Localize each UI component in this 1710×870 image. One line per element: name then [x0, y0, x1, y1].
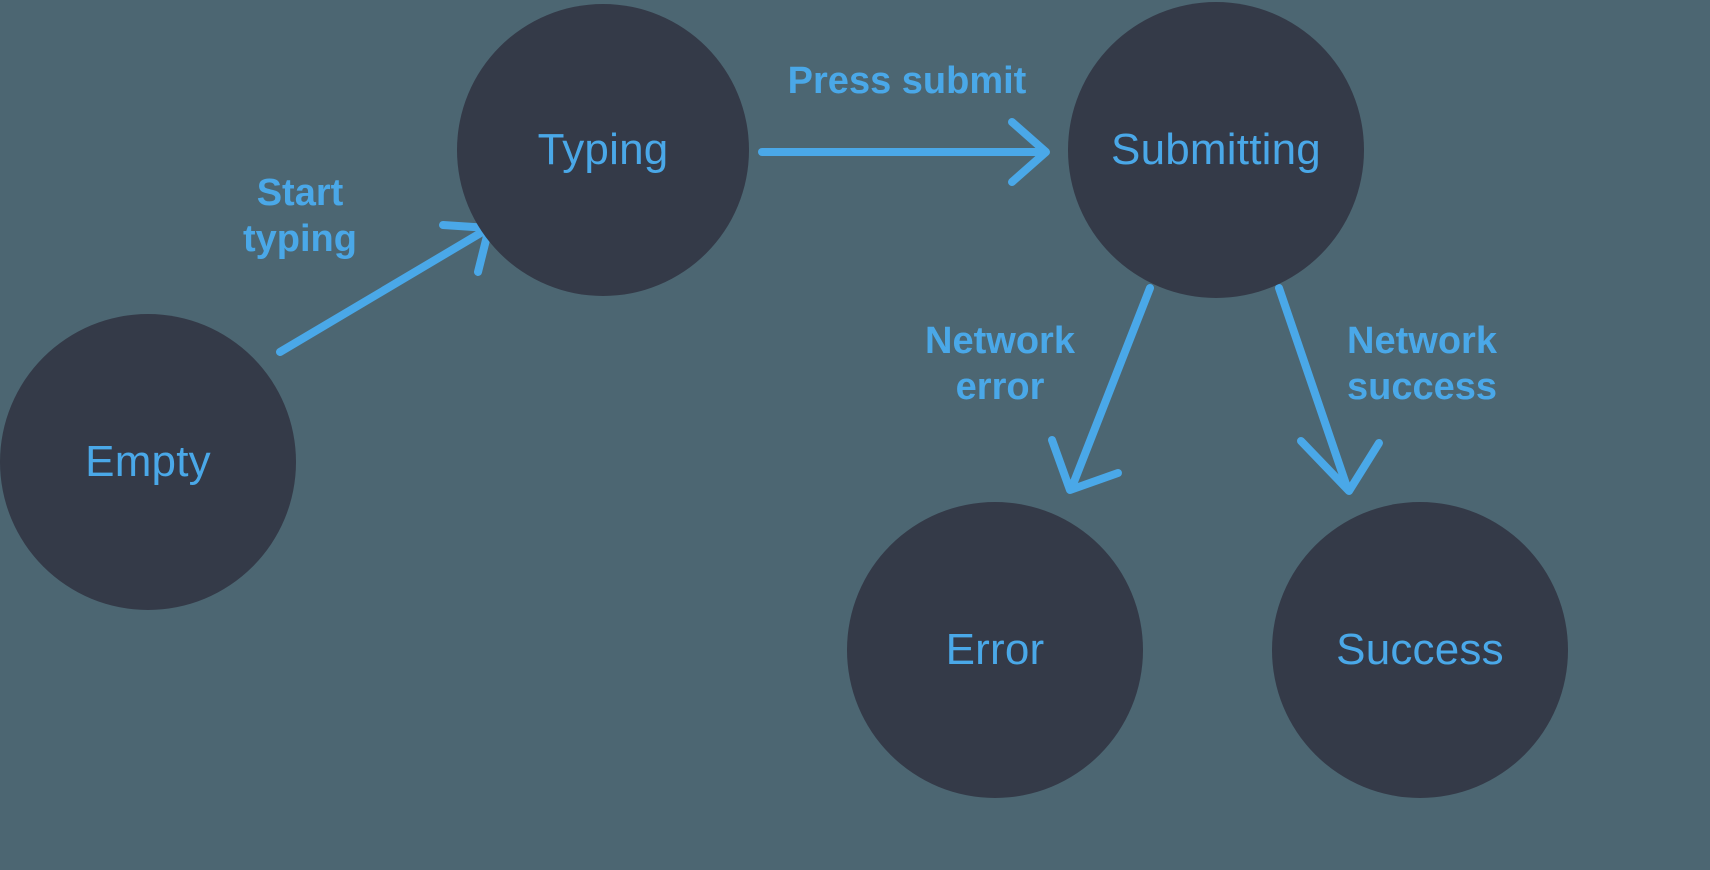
edge-label-network-success: Network success: [1346, 320, 1497, 409]
state-node-submitting[interactable]: Submitting: [1068, 2, 1364, 298]
edge-label-start-typing: Start typing: [243, 172, 357, 261]
edge-label-network-error: Network error: [925, 320, 1075, 409]
state-node-label: Error: [945, 625, 1045, 674]
state-node-empty[interactable]: Empty: [0, 314, 296, 610]
state-node-error[interactable]: Error: [847, 502, 1143, 798]
edge-network-error-arrowhead: [1048, 436, 1122, 494]
state-node-typing[interactable]: Typing: [457, 4, 749, 296]
edge-press-submit: [758, 118, 1050, 186]
edge-network-success-arrowhead: [1297, 437, 1383, 495]
state-node-label: Empty: [85, 437, 211, 486]
state-node-label: Submitting: [1111, 125, 1321, 174]
edge-label-press-submit: Press submit: [787, 60, 1027, 102]
state-node-label: Success: [1336, 625, 1504, 674]
state-node-success[interactable]: Success: [1272, 502, 1568, 798]
state-node-label: Typing: [537, 125, 669, 174]
edge-press-submit-arrowhead: [1008, 118, 1050, 186]
